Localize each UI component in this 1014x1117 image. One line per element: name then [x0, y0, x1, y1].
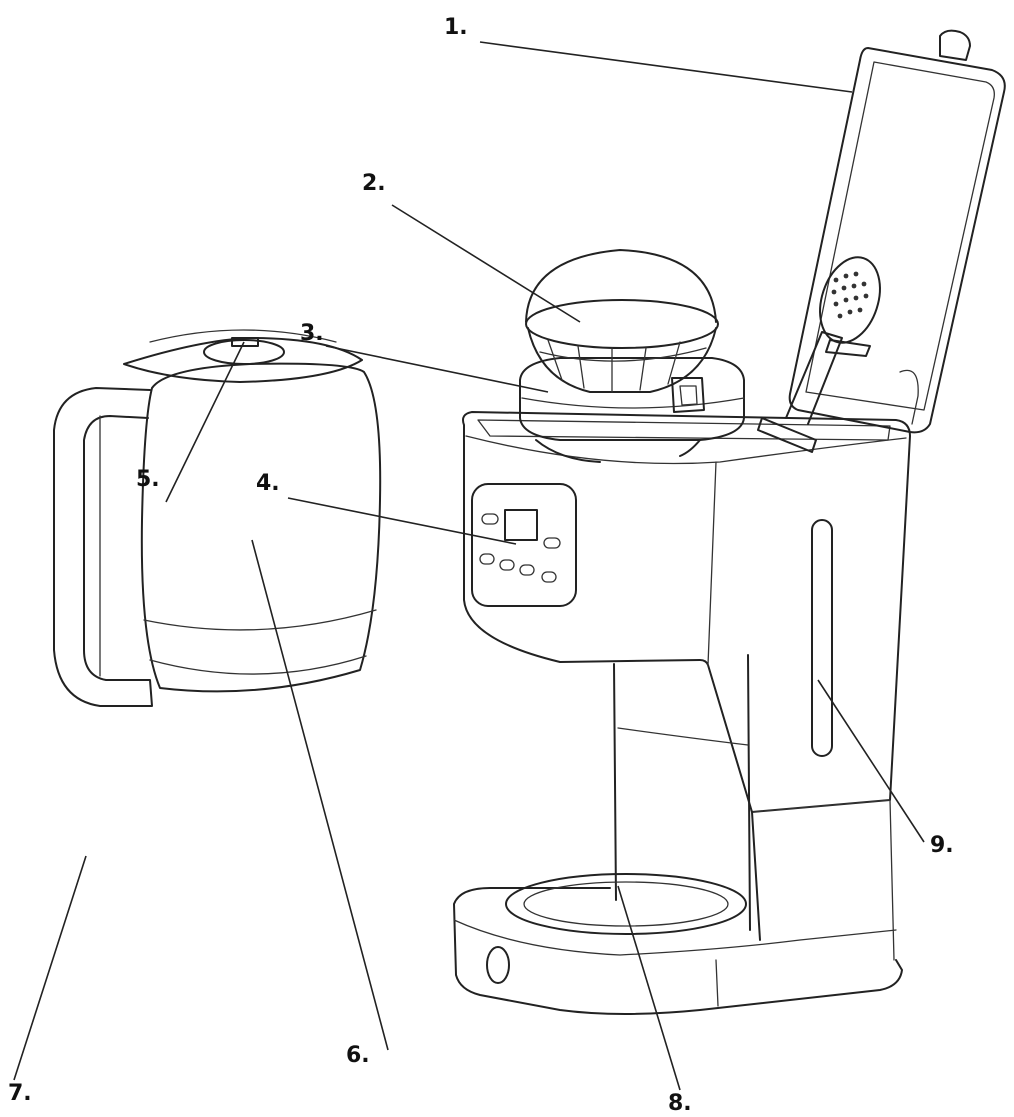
machine-upper-housing [462, 411, 911, 813]
label-lid: 1. [444, 15, 468, 40]
coffee-machine [453, 411, 911, 1015]
label-carafe: 6. [346, 1043, 370, 1068]
water-level-window-shape [811, 519, 833, 757]
filter-basket-shape [525, 249, 719, 393]
label-filter-basket: 2. [362, 171, 386, 196]
filter-holder-shape [519, 357, 745, 463]
power-switch [486, 946, 510, 984]
label-water-level-window: 9. [930, 833, 954, 858]
label-filter-holder: 3. [300, 321, 324, 346]
machine-column [613, 654, 761, 941]
label-carafe-lid: 5. [136, 467, 160, 492]
leader-lines [13, 41, 925, 1091]
machine-base [453, 887, 903, 1015]
shower-holes [831, 271, 869, 319]
display-screen [504, 509, 538, 541]
machine-lid [788, 29, 1006, 434]
warming-plate-shape [505, 873, 747, 935]
part-labels: 1. 2. 3. 4. 5. 6. 7. 8. 9. [8, 15, 954, 1116]
shower-head [757, 256, 881, 453]
label-control-panel: 4. [256, 471, 280, 496]
label-carafe-handle: 7. [8, 1081, 32, 1106]
control-panel-shape [471, 483, 577, 607]
carafe-shape [53, 329, 382, 707]
label-warming-plate: 8. [668, 1091, 692, 1116]
